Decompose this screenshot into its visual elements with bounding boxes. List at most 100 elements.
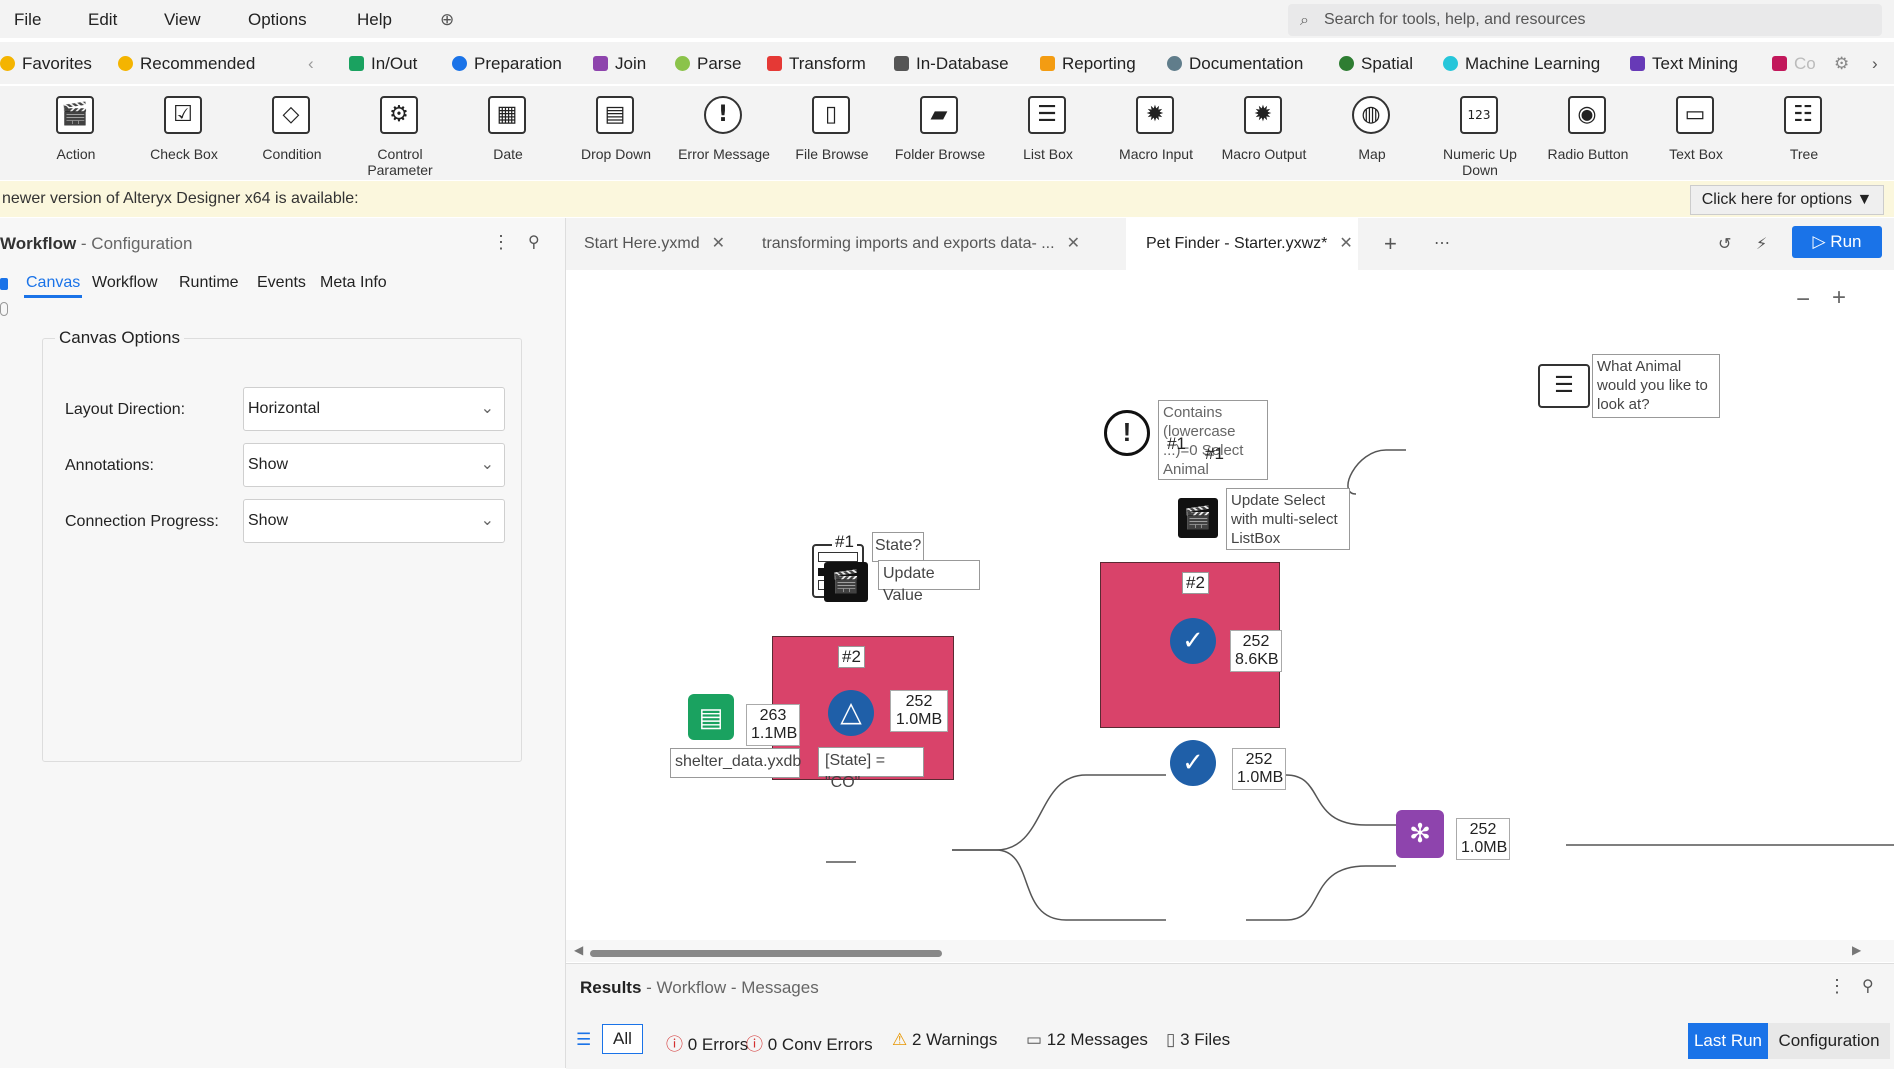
tab-runtime[interactable]: Runtime (179, 274, 239, 291)
filter-node[interactable]: △ (828, 690, 874, 736)
category-machine-learning[interactable]: Machine Learning (1443, 54, 1600, 74)
zoom-in-icon[interactable]: + (1832, 284, 1847, 311)
connection-progress-select[interactable]: Show⌄ (243, 499, 505, 543)
category-transform[interactable]: Transform (767, 54, 866, 74)
tool-tree[interactable]: ☷Tree (1750, 86, 1858, 180)
last-run-button[interactable]: Last Run (1688, 1023, 1768, 1059)
files-filter[interactable]: ▯ 3 Files (1166, 1030, 1230, 1050)
scrollbar-thumb[interactable] (590, 950, 942, 957)
configuration-button[interactable]: Configuration (1768, 1023, 1890, 1059)
tool-text-box[interactable]: ▭Text Box (1642, 86, 1750, 180)
errors-filter[interactable]: ⓘ 0 Errors (666, 1030, 748, 1055)
state-annotation[interactable]: State? (872, 532, 924, 562)
category-co[interactable]: Co (1772, 54, 1816, 74)
tool-file-browse[interactable]: ▯File Browse (778, 86, 886, 180)
annotations-select[interactable]: Show⌄ (243, 443, 505, 487)
zoom-out-icon[interactable]: − (1796, 286, 1811, 313)
close-icon[interactable]: ✕ (1339, 235, 1353, 252)
update-options-button[interactable]: Click here for options ▼ (1690, 185, 1884, 215)
tool-drop-down[interactable]: ▤Drop Down (562, 86, 670, 180)
messages-filter[interactable]: ▭ 12 Messages (1026, 1030, 1148, 1050)
magic-wand-icon[interactable]: ⚡ (1756, 234, 1768, 253)
canvas-side-icon[interactable] (0, 278, 8, 290)
tab-meta-info[interactable]: Meta Info (320, 274, 387, 291)
chevron-left-icon[interactable]: ‹ (308, 54, 314, 73)
contains-annotation[interactable]: Contains (lowercase ...)=0 Select Animal (1158, 400, 1268, 480)
container-hash-label: #2 (1182, 572, 1209, 594)
tab-workflow[interactable]: Workflow (92, 274, 158, 291)
tool-folder-browse[interactable]: ▰Folder Browse (886, 86, 994, 180)
menu-view[interactable]: View (164, 10, 201, 29)
error-message-node[interactable]: ! (1104, 410, 1150, 456)
scroll-right-icon[interactable]: ▶ (1852, 943, 1862, 957)
pin-icon[interactable]: ⚲ (1862, 976, 1874, 995)
input-file-annotation[interactable]: shelter_data.yxdb (670, 748, 801, 778)
search-input[interactable]: ⌕ Search for tools, help, and resources (1288, 4, 1882, 36)
menu-options[interactable]: Options (248, 10, 307, 29)
category-spatial[interactable]: Spatial (1339, 54, 1413, 74)
close-icon[interactable]: ✕ (711, 235, 725, 252)
tab-pet-finder[interactable]: Pet Finder - Starter.yxwz*✕ (1126, 218, 1358, 270)
gear-icon[interactable]: ⚙ (1834, 54, 1850, 74)
tool-error-message[interactable]: !Error Message (670, 86, 778, 180)
tool-macro-output[interactable]: ✹Macro Output (1210, 86, 1318, 180)
action-node[interactable]: 🎬 (1178, 498, 1218, 538)
tab-events[interactable]: Events (257, 274, 306, 291)
filter-annotation[interactable]: [State] = "CO" (818, 747, 924, 791)
history-icon[interactable]: ↺ (1718, 234, 1732, 253)
animal-annotation[interactable]: What Animal would you like to look at? (1592, 354, 1720, 418)
category-recommended[interactable]: Recommended (118, 54, 255, 74)
category-preparation[interactable]: Preparation (452, 54, 562, 74)
tab-transforming[interactable]: transforming imports and exports data- .… (762, 218, 1080, 270)
scroll-left-icon[interactable]: ◀ (574, 943, 584, 957)
select-node-2[interactable]: ✓ (1170, 740, 1216, 786)
new-tab-icon[interactable]: + (1384, 231, 1397, 256)
category-documentation[interactable]: Documentation (1167, 54, 1303, 74)
category-in-out[interactable]: In/Out (349, 54, 417, 74)
list-icon[interactable]: ☰ (576, 1030, 592, 1050)
category-favorites[interactable]: Favorites (0, 54, 92, 74)
tool-action[interactable]: 🎬Action (22, 86, 130, 180)
side-circle-icon[interactable] (0, 302, 8, 316)
menu-help[interactable]: Help (357, 10, 392, 29)
update-value-annotation[interactable]: Update Value (878, 560, 980, 604)
more-options-icon[interactable]: ⋮ (1828, 976, 1846, 996)
menu-edit[interactable]: Edit (88, 10, 118, 29)
list-box-node[interactable]: ☰ (1538, 364, 1590, 408)
tab-start-here[interactable]: Start Here.yxmd✕ (584, 218, 725, 270)
contains-hash-1: #1 (1167, 434, 1186, 453)
globe-icon[interactable]: ⊕ (440, 10, 455, 30)
tool-macro-input[interactable]: ✹Macro Input (1102, 86, 1210, 180)
layout-direction-select[interactable]: Horizontal⌄ (243, 387, 505, 431)
pin-icon[interactable]: ⚲ (528, 232, 540, 251)
category-parse[interactable]: Parse (675, 54, 741, 74)
menu-file[interactable]: File (14, 10, 42, 29)
more-tabs-icon[interactable]: ⋯ (1434, 235, 1450, 252)
tool-radio-button[interactable]: ◉Radio Button (1534, 86, 1642, 180)
category-reporting[interactable]: Reporting (1040, 54, 1136, 74)
input-data-node[interactable]: ▤ (688, 694, 734, 740)
conv-errors-filter[interactable]: ⓘ 0 Conv Errors (746, 1030, 873, 1055)
tool-date[interactable]: ▦Date (454, 86, 562, 180)
tool-condition[interactable]: ◇Condition (238, 86, 346, 180)
chevron-right-icon[interactable]: › (1872, 54, 1878, 73)
tool-list-box[interactable]: ☰List Box (994, 86, 1102, 180)
action-node[interactable]: 🎬 (824, 562, 868, 602)
category-join[interactable]: Join (593, 54, 646, 74)
select-node[interactable]: ✓ (1170, 618, 1216, 664)
close-icon[interactable]: ✕ (1066, 235, 1080, 252)
more-options-icon[interactable]: ⋮ (492, 232, 510, 252)
tool-control-parameter[interactable]: ⚙Control Parameter (346, 86, 454, 180)
union-node[interactable]: ✻ (1396, 810, 1444, 858)
tab-canvas[interactable]: Canvas (24, 274, 83, 298)
category-in-database[interactable]: In-Database (894, 54, 1009, 74)
update-select-annotation[interactable]: Update Select with multi-select ListBox (1226, 488, 1350, 550)
category-text-mining[interactable]: Text Mining (1630, 54, 1738, 74)
filter-all-button[interactable]: All (602, 1024, 643, 1054)
tool-check-box[interactable]: ☑Check Box (130, 86, 238, 180)
tool-map[interactable]: ◍Map (1318, 86, 1426, 180)
warnings-filter[interactable]: ⚠ 2 Warnings (892, 1030, 997, 1050)
run-button[interactable]: ▷ Run (1792, 226, 1882, 258)
